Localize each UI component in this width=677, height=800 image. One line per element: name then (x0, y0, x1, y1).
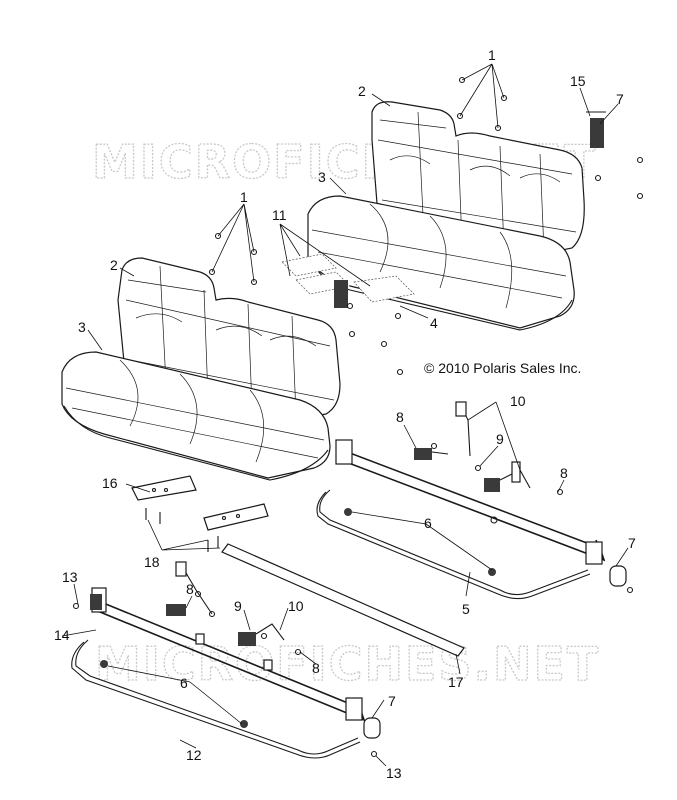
callout-3-mid: 3 (78, 319, 86, 335)
front-seat-cushion (61, 351, 331, 481)
rod (221, 543, 465, 657)
callout-8-upper-right: 8 (560, 465, 568, 481)
callout-10-lower: 10 (288, 598, 304, 614)
callout-17: 17 (448, 674, 464, 690)
callout-6-upper: 6 (424, 515, 432, 531)
upper-seat-belts (414, 401, 564, 496)
callout-10-upper: 10 (510, 393, 526, 409)
bolts (208, 76, 644, 376)
callout-8-lower-right: 8 (312, 660, 320, 676)
callout-5: 5 (462, 601, 470, 617)
callout-1-top: 1 (488, 47, 496, 63)
lower-seat-belts (72, 561, 634, 758)
seat-pads (281, 253, 415, 303)
callout-15: 15 (570, 73, 586, 89)
callout-8-lower-left: 8 (186, 581, 194, 597)
callout-13-top: 13 (62, 569, 78, 585)
callout-13-bottom: 13 (386, 765, 402, 781)
spring-upper (586, 111, 606, 148)
brackets (131, 475, 269, 552)
callout-7-top: 7 (616, 91, 624, 107)
upper-seat-frame (316, 439, 627, 600)
leader-lines (61, 63, 629, 767)
callout-numbers: 1 2 3 15 7 1 11 2 3 4 © 2010 Polaris Sal… (54, 47, 636, 781)
lower-seat-frame (71, 587, 381, 759)
callout-9-lower: 9 (234, 598, 242, 614)
callout-14: 14 (54, 627, 70, 643)
callout-2-top: 2 (358, 83, 366, 99)
callout-7-bottom: 7 (388, 693, 396, 709)
spring-middle (334, 280, 348, 308)
callout-9-upper: 9 (496, 431, 504, 447)
watermark-bottom: MICROFICHES.NET (95, 637, 600, 691)
callout-3-top: 3 (318, 169, 326, 185)
callout-18: 18 (144, 554, 160, 570)
callout-4: 4 (430, 315, 438, 331)
copyright-text: © 2010 Polaris Sales Inc. (424, 360, 581, 376)
callout-7-mid: 7 (628, 535, 636, 551)
callout-12: 12 (186, 747, 202, 763)
callout-1-mid: 1 (240, 189, 248, 205)
callout-8-upper-left: 8 (396, 409, 404, 425)
callout-2-mid: 2 (110, 257, 118, 273)
callout-11: 11 (272, 207, 287, 223)
callout-16: 16 (102, 475, 118, 491)
callout-6-lower: 6 (180, 675, 188, 691)
